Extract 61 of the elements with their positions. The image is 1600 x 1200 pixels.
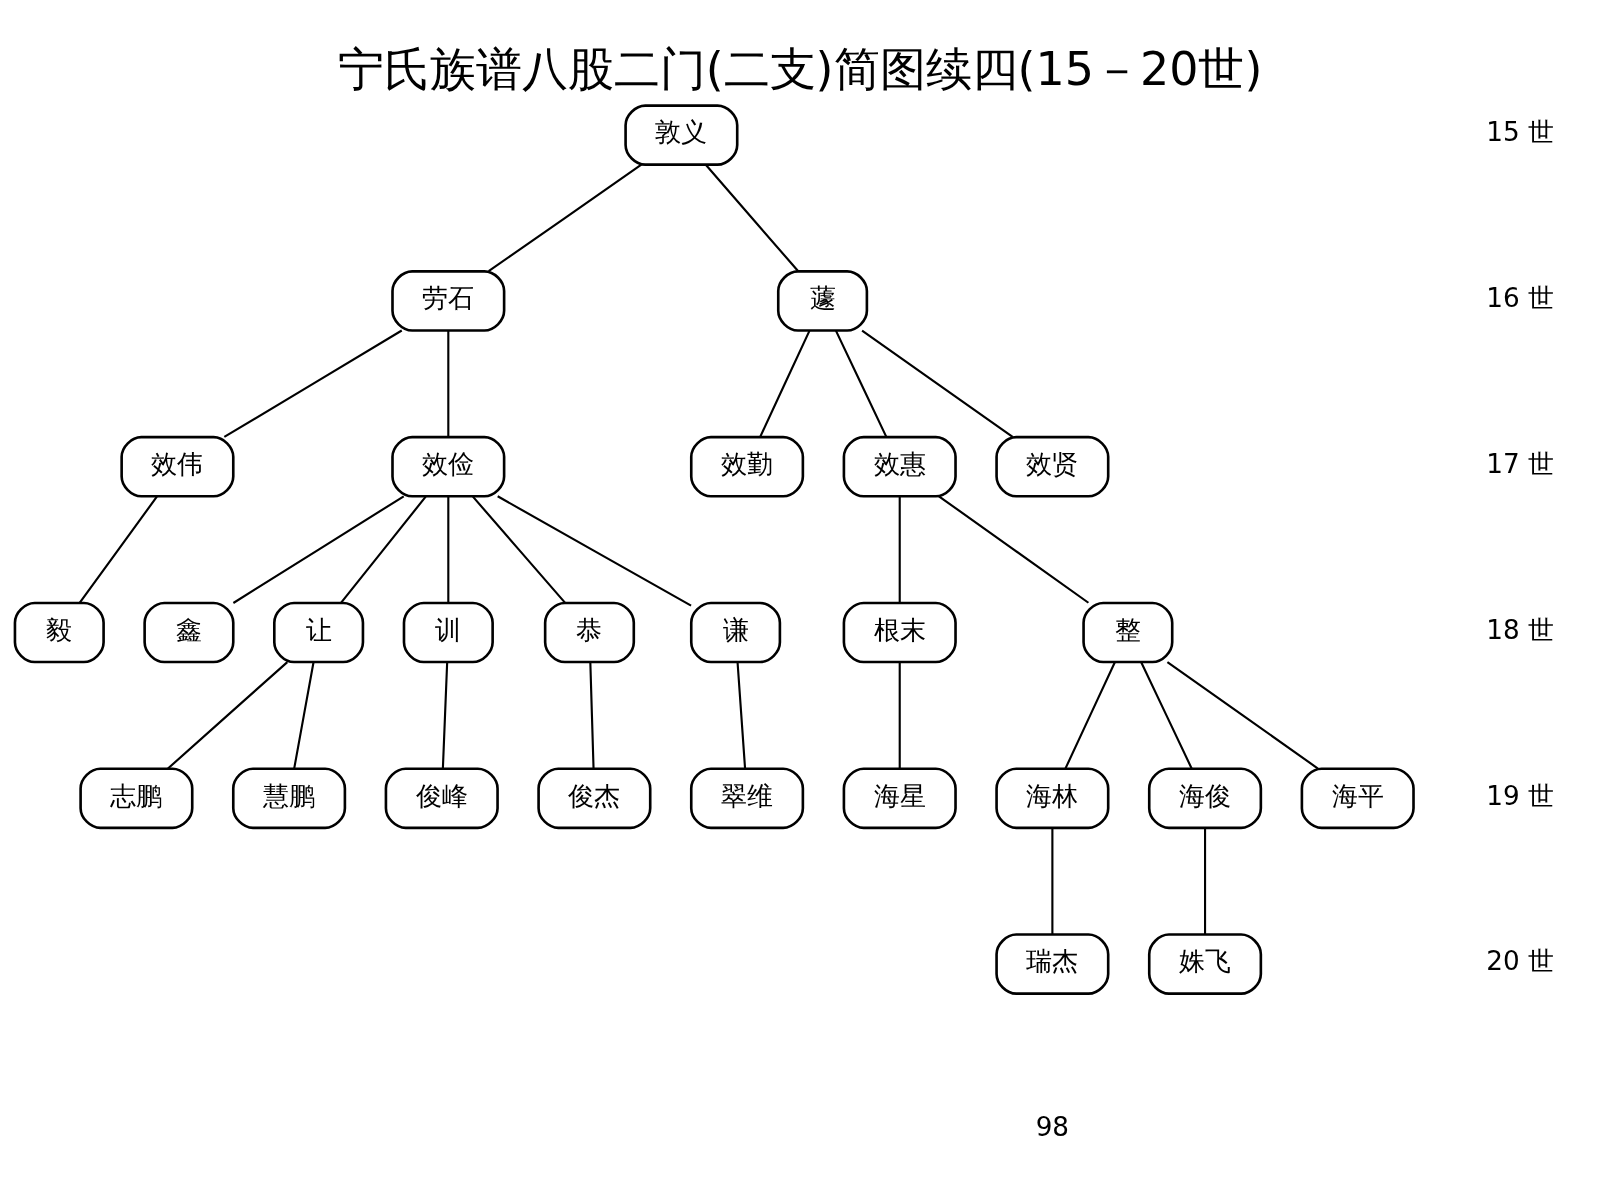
node-box: 俊峰 [384, 766, 499, 829]
connector [497, 494, 692, 607]
label: 15 世 [1486, 116, 1555, 147]
node-box: 姝飞 [1147, 932, 1263, 995]
node-box: 志鹏 [79, 766, 194, 829]
connector [835, 329, 888, 438]
node-box: 海俊 [1147, 766, 1263, 829]
label: 20 世 [1486, 945, 1555, 976]
connector [736, 661, 747, 769]
connector [447, 330, 450, 437]
connector [1203, 827, 1207, 934]
connector [1051, 827, 1054, 934]
connector [898, 496, 901, 603]
node-box: 敦义 [624, 103, 739, 166]
label: 16 世 [1486, 282, 1555, 313]
node-box: 翠维 [689, 766, 805, 829]
node-box: 蘧 [776, 269, 869, 332]
node-box: 效勤 [689, 435, 805, 498]
node-box: 训 [402, 601, 494, 663]
connector [78, 495, 158, 603]
diagram-title: 宁氏族谱八股二门(二支)简图续四(15－20世) [337, 41, 1263, 96]
connector [938, 494, 1090, 604]
node-box: 效惠 [842, 435, 957, 498]
connector [441, 661, 449, 769]
node-box: 根末 [842, 601, 957, 663]
connector [340, 495, 427, 604]
node-box: 劳石 [391, 269, 506, 332]
connector [472, 495, 566, 604]
node-box: 整 [1082, 601, 1174, 663]
connector [1064, 661, 1116, 769]
connector [1166, 660, 1319, 769]
connector [898, 661, 901, 769]
connector [167, 660, 288, 769]
node-box: 鑫 [143, 601, 235, 663]
node-box: 恭 [543, 601, 636, 663]
node-box: 瑞杰 [995, 932, 1110, 995]
node-box: 效伟 [120, 435, 235, 498]
label: 18 世 [1486, 614, 1555, 645]
connector [488, 163, 642, 272]
connector [447, 496, 450, 603]
node-box: 效贤 [995, 435, 1110, 498]
node-box: 让 [273, 601, 365, 663]
node-box: 海林 [995, 766, 1110, 829]
label: 98 [1035, 1111, 1070, 1142]
label: 19 世 [1486, 780, 1555, 811]
connector [293, 661, 315, 769]
connector [861, 329, 1014, 438]
connector [223, 329, 403, 438]
node-box: 效俭 [391, 435, 506, 498]
connector [759, 329, 811, 438]
node-box: 海星 [842, 766, 957, 829]
node-box: 谦 [689, 601, 782, 663]
label: 17 世 [1486, 448, 1555, 479]
node-box: 俊杰 [537, 766, 652, 829]
connector [705, 163, 800, 272]
connector [589, 661, 595, 769]
node-box: 毅 [13, 601, 105, 663]
connector [1140, 661, 1193, 769]
node-box: 慧鹏 [231, 766, 347, 829]
connector [232, 494, 405, 604]
node-box: 海平 [1300, 766, 1415, 829]
